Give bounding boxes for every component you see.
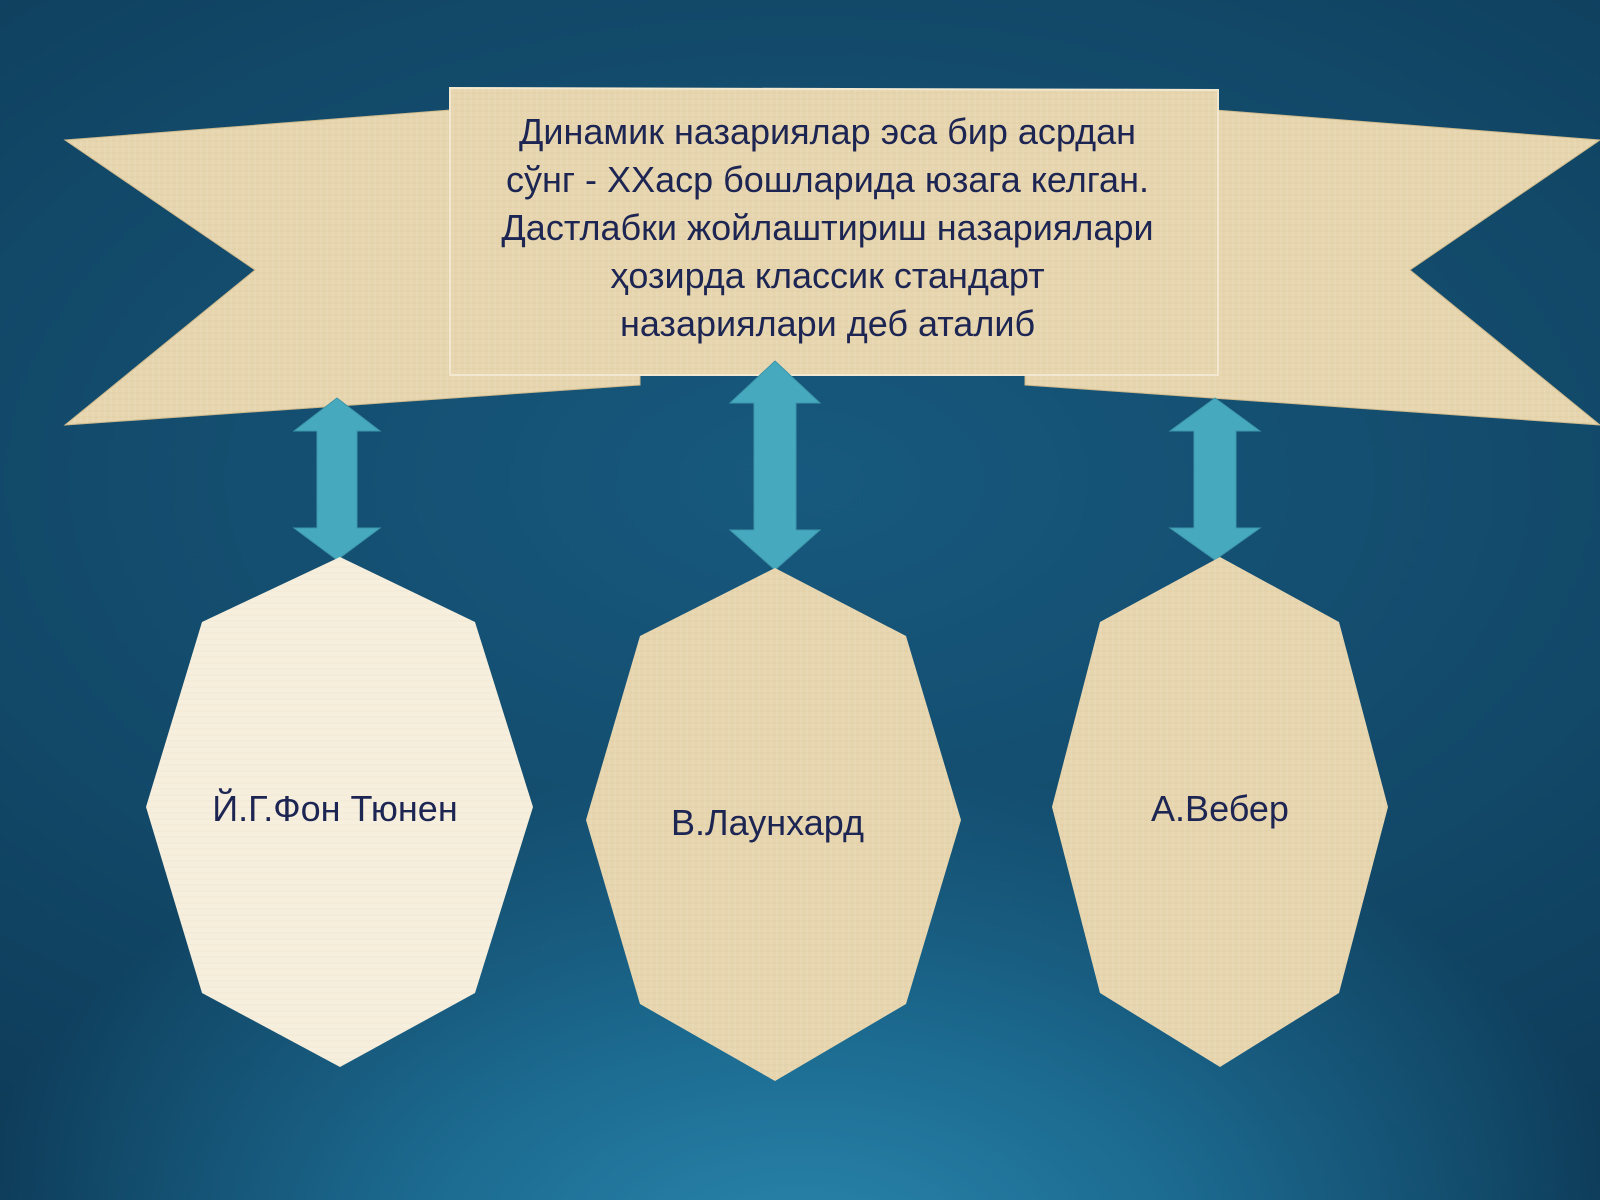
banner-line: Дастлабки жойлаштириш назариялари — [501, 207, 1154, 248]
star-label-weber: А.Вебер — [1151, 788, 1289, 829]
star-label-launhardt: В.Лаунхард — [671, 802, 864, 843]
banner-text: Динамик назариялар эса бир асрдан сўнг -… — [455, 108, 1200, 348]
banner-line: ҳозирда классик стандарт — [610, 255, 1045, 296]
banner-line: Динамик назариялар эса бир асрдан — [519, 111, 1136, 152]
double-arrow-right — [1168, 397, 1262, 561]
banner-line: сўнг - XXаср бошларида юзага келган. — [506, 159, 1149, 200]
banner-line: назариялари деб аталиб — [619, 303, 1036, 344]
star-shape-3 — [1052, 557, 1388, 1067]
star-label-thunen: Й.Г.Фон Тюнен — [212, 788, 458, 829]
star-shape-2 — [586, 568, 961, 1081]
ribbon-center-panel — [449, 86, 1219, 376]
star-shape-1 — [146, 557, 533, 1067]
double-arrow-left — [292, 397, 382, 561]
ribbon-banner — [63, 86, 1600, 426]
double-arrow-center — [728, 360, 822, 571]
